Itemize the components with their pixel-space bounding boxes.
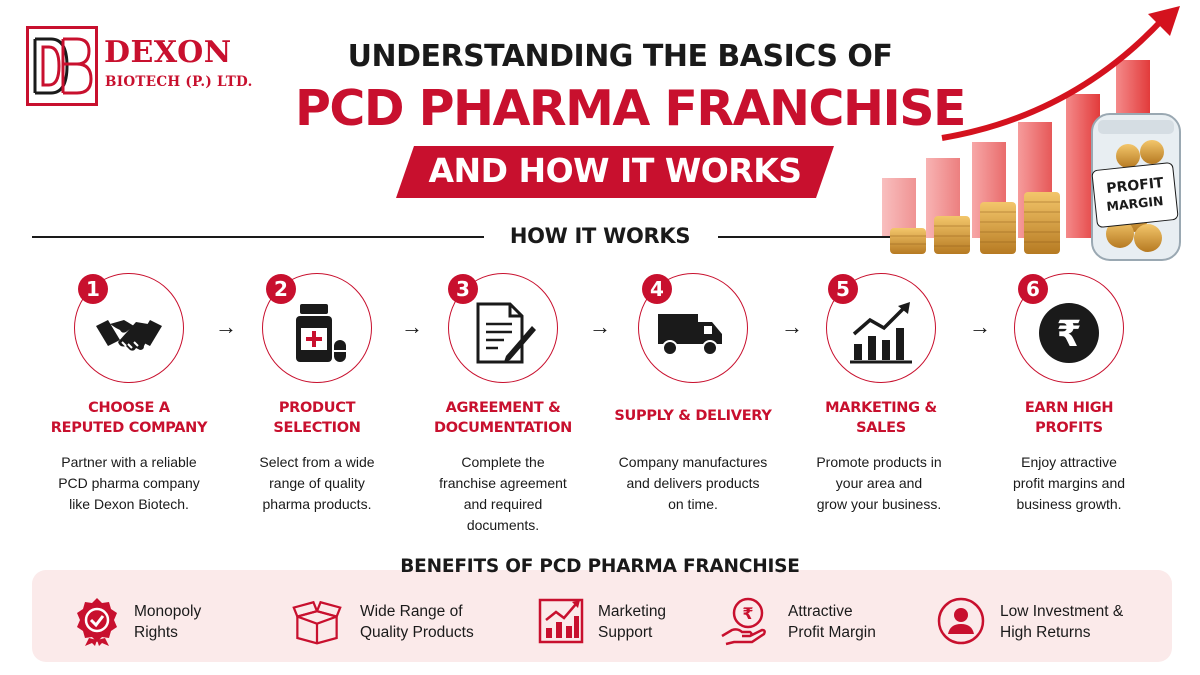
step-1-description: Partner with a reliable PCD pharma compa… bbox=[34, 452, 224, 515]
step-4-number: 4 bbox=[642, 274, 672, 304]
benefit-3-line-2: Support bbox=[598, 624, 653, 641]
growth-illustration bbox=[882, 6, 1181, 261]
open-box-icon bbox=[292, 600, 342, 645]
benefit-4-text: Attractive Profit Margin bbox=[788, 601, 876, 643]
step-3-desc-line-2: franchise agreement bbox=[439, 475, 567, 491]
benefit-2-text: Wide Range of Quality Products bbox=[360, 601, 474, 643]
step-2-desc-line-3: pharma products. bbox=[262, 496, 372, 512]
growth-arrow-icon bbox=[941, 6, 1180, 141]
step-6-number: 6 bbox=[1018, 274, 1048, 304]
user-circle-icon bbox=[937, 597, 985, 645]
step-2-desc-line-1: Select from a wide bbox=[259, 454, 375, 470]
step-2-title-line-2: SELECTION bbox=[273, 420, 361, 436]
step-6-desc-line-1: Enjoy attractive bbox=[1021, 454, 1117, 470]
step-1-desc-line-2: PCD pharma company bbox=[58, 475, 200, 491]
step-3-desc-line-1: Complete the bbox=[461, 454, 545, 470]
step-2-title: PRODUCT SELECTION bbox=[232, 398, 402, 438]
benefit-1-line-1: Monopoly bbox=[134, 603, 202, 620]
step-5-desc-line-1: Promote products in bbox=[816, 454, 942, 470]
step-5-description: Promote products in your area and grow y… bbox=[784, 452, 974, 515]
step-5-number: 5 bbox=[828, 274, 858, 304]
step-6-desc-line-2: profit margins and bbox=[1012, 475, 1126, 491]
step-3-desc-line-3: and required bbox=[463, 496, 543, 512]
benefit-5-line-2: High Returns bbox=[1000, 624, 1091, 641]
medicine-bottle-icon bbox=[296, 304, 346, 362]
step-arrow-1: → bbox=[215, 314, 237, 339]
brand-subtitle: BIOTECH (P.) LTD. bbox=[105, 74, 253, 90]
step-3-desc-line-4: documents. bbox=[466, 517, 540, 533]
benefit-3-text: Marketing Support bbox=[598, 601, 666, 643]
headline-banner bbox=[396, 146, 834, 198]
step-1-number: 1 bbox=[78, 274, 108, 304]
step-2-number: 2 bbox=[266, 274, 296, 304]
step-5-title-line-2: SALES bbox=[856, 420, 906, 436]
step-5-desc-line-3: grow your business. bbox=[816, 496, 942, 512]
step-6-title-line-1: EARN HIGH bbox=[1024, 400, 1114, 416]
step-3-title-line-2: DOCUMENTATION bbox=[434, 420, 572, 436]
benefit-2-line-1: Wide Range of bbox=[360, 603, 463, 620]
handshake-icon bbox=[96, 320, 162, 351]
divider-right bbox=[718, 236, 890, 238]
step-5-title: MARKETING & SALES bbox=[796, 398, 966, 438]
benefit-2-line-2: Quality Products bbox=[360, 624, 474, 641]
step-1-desc-line-3: like Dexon Biotech. bbox=[69, 496, 189, 512]
step-6-title: EARN HIGH PROFITS bbox=[984, 398, 1154, 438]
headline-line-3: AND HOW IT WORKS bbox=[428, 151, 802, 190]
step-2-desc-line-2: range of quality bbox=[269, 475, 365, 491]
coin-stacks bbox=[890, 192, 1060, 254]
step-arrow-3: → bbox=[589, 314, 611, 339]
benefit-5-text: Low Investment & High Returns bbox=[1000, 601, 1123, 643]
benefit-3-line-1: Marketing bbox=[598, 603, 667, 620]
benefit-5-line-1: Low Investment & bbox=[1000, 603, 1124, 620]
headline-line-1: UNDERSTANDING THE BASICS OF bbox=[347, 39, 893, 74]
rupee-coin-icon: ₹ bbox=[1039, 303, 1099, 363]
step-arrow-2: → bbox=[401, 314, 423, 339]
benefit-1-line-2: Rights bbox=[134, 624, 178, 641]
benefit-4-line-2: Profit Margin bbox=[788, 624, 876, 641]
logo-mark bbox=[26, 26, 98, 106]
step-3-number: 3 bbox=[448, 274, 478, 304]
headline-line-2: PCD PHARMA FRANCHISE bbox=[294, 80, 967, 137]
badge-check-icon bbox=[77, 598, 117, 646]
document-pen-icon bbox=[476, 302, 536, 364]
step-2-description: Select from a wide range of quality phar… bbox=[222, 452, 412, 515]
benefits-title: BENEFITS OF PCD PHARMA FRANCHISE bbox=[400, 556, 800, 577]
step-1-title: CHOOSE A REPUTED COMPANY bbox=[44, 398, 214, 438]
step-4-title-line-1: SUPPLY & DELIVERY bbox=[614, 408, 772, 424]
step-4-description: Company manufactures and delivers produc… bbox=[598, 452, 788, 515]
marketing-chart-icon bbox=[538, 598, 584, 644]
step-2-title-line-1: PRODUCT bbox=[278, 400, 356, 416]
delivery-truck-icon bbox=[658, 314, 722, 356]
step-arrow-4: → bbox=[781, 314, 803, 339]
rupee-mark: ₹ bbox=[742, 604, 753, 623]
benefit-1-text: Monopoly Rights bbox=[134, 601, 201, 643]
rupee-symbol: ₹ bbox=[1056, 314, 1081, 355]
db-monogram-icon bbox=[33, 37, 93, 95]
hand-rupee-icon: ₹ bbox=[721, 597, 766, 646]
step-5-desc-line-2: your area and bbox=[835, 475, 923, 491]
step-6-description: Enjoy attractive profit margins and busi… bbox=[974, 452, 1164, 515]
step-4-title: SUPPLY & DELIVERY bbox=[608, 406, 778, 426]
step-3-title: AGREEMENT & DOCUMENTATION bbox=[418, 398, 588, 438]
step-3-title-line-1: AGREEMENT & bbox=[445, 400, 561, 416]
how-it-works-title: HOW IT WORKS bbox=[509, 224, 691, 248]
step-4-desc-line-1: Company manufactures bbox=[618, 454, 768, 470]
step-3-description: Complete the franchise agreement and req… bbox=[408, 452, 598, 536]
step-1-title-line-2: REPUTED COMPANY bbox=[50, 420, 208, 436]
brand-name: DEXON bbox=[104, 35, 232, 70]
step-4-desc-line-3: on time. bbox=[668, 496, 718, 512]
step-4-desc-line-2: and delivers products bbox=[626, 475, 760, 491]
step-6-desc-line-3: business growth. bbox=[1016, 496, 1122, 512]
step-arrow-5: → bbox=[969, 314, 991, 339]
step-6-title-line-2: PROFITS bbox=[1035, 420, 1103, 436]
step-1-title-line-1: CHOOSE A bbox=[88, 400, 170, 416]
step-1-desc-line-1: Partner with a reliable bbox=[61, 454, 197, 470]
step-5-title-line-1: MARKETING & bbox=[825, 400, 937, 416]
divider-left bbox=[32, 236, 484, 238]
benefit-4-line-1: Attractive bbox=[788, 603, 853, 620]
growth-chart-icon bbox=[850, 302, 912, 364]
